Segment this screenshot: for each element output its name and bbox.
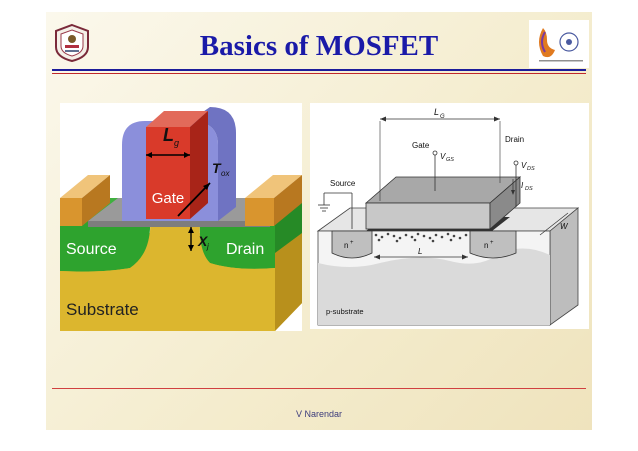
- n-plus-drain-label: n: [484, 241, 488, 250]
- w-dimension-label: W: [560, 222, 569, 231]
- n-plus-drain-sup: +: [490, 240, 494, 246]
- tox-subscript: ox: [221, 169, 230, 178]
- tox-label: T: [212, 160, 222, 176]
- vgs-sub: GS: [446, 157, 454, 163]
- lg-subscript: g: [174, 138, 179, 148]
- source-terminal-label: Source: [330, 179, 356, 188]
- mosfet-cross-section-diagram: n + n + L G Gate V GS Drain V DS I DS So…: [310, 103, 589, 329]
- n-plus-source-label: n: [344, 241, 348, 250]
- l-dimension-label: L: [418, 247, 422, 256]
- gate-terminal-label: Gate: [412, 141, 430, 150]
- lg-dimension-sub: G: [440, 114, 445, 120]
- xj-label: X: [197, 233, 209, 249]
- source-label: Source: [66, 241, 117, 258]
- ids-label: I: [521, 181, 524, 190]
- n-plus-source-sup: +: [350, 240, 354, 246]
- mosfet-3d-illustration: Gate L g T ox X j Source Drain Substrate: [60, 103, 302, 331]
- slide-title: Basics of MOSFET: [199, 30, 439, 62]
- p-substrate-label: p-substrate: [326, 307, 364, 316]
- slide-footer: V Narendar: [295, 409, 343, 419]
- channel-electrons: [374, 232, 468, 243]
- lg-label: L: [163, 125, 174, 145]
- lg-dimension-label: L: [434, 107, 439, 117]
- institution-logo-left: [55, 23, 89, 63]
- drain-label: Drain: [226, 241, 264, 258]
- xj-subscript: j: [206, 242, 209, 251]
- title-divider: [52, 69, 586, 71]
- drain-terminal-label: Drain: [505, 135, 524, 144]
- vgs-label: V: [440, 152, 446, 161]
- substrate-label: Substrate: [66, 300, 139, 319]
- vds-label: V: [521, 161, 527, 170]
- footer-divider: [52, 388, 586, 389]
- ids-sub: DS: [525, 186, 533, 192]
- institution-logo-right: [529, 20, 589, 68]
- title-divider-red: [52, 73, 586, 74]
- gate-label: Gate: [152, 190, 185, 207]
- vds-sub: DS: [527, 166, 535, 172]
